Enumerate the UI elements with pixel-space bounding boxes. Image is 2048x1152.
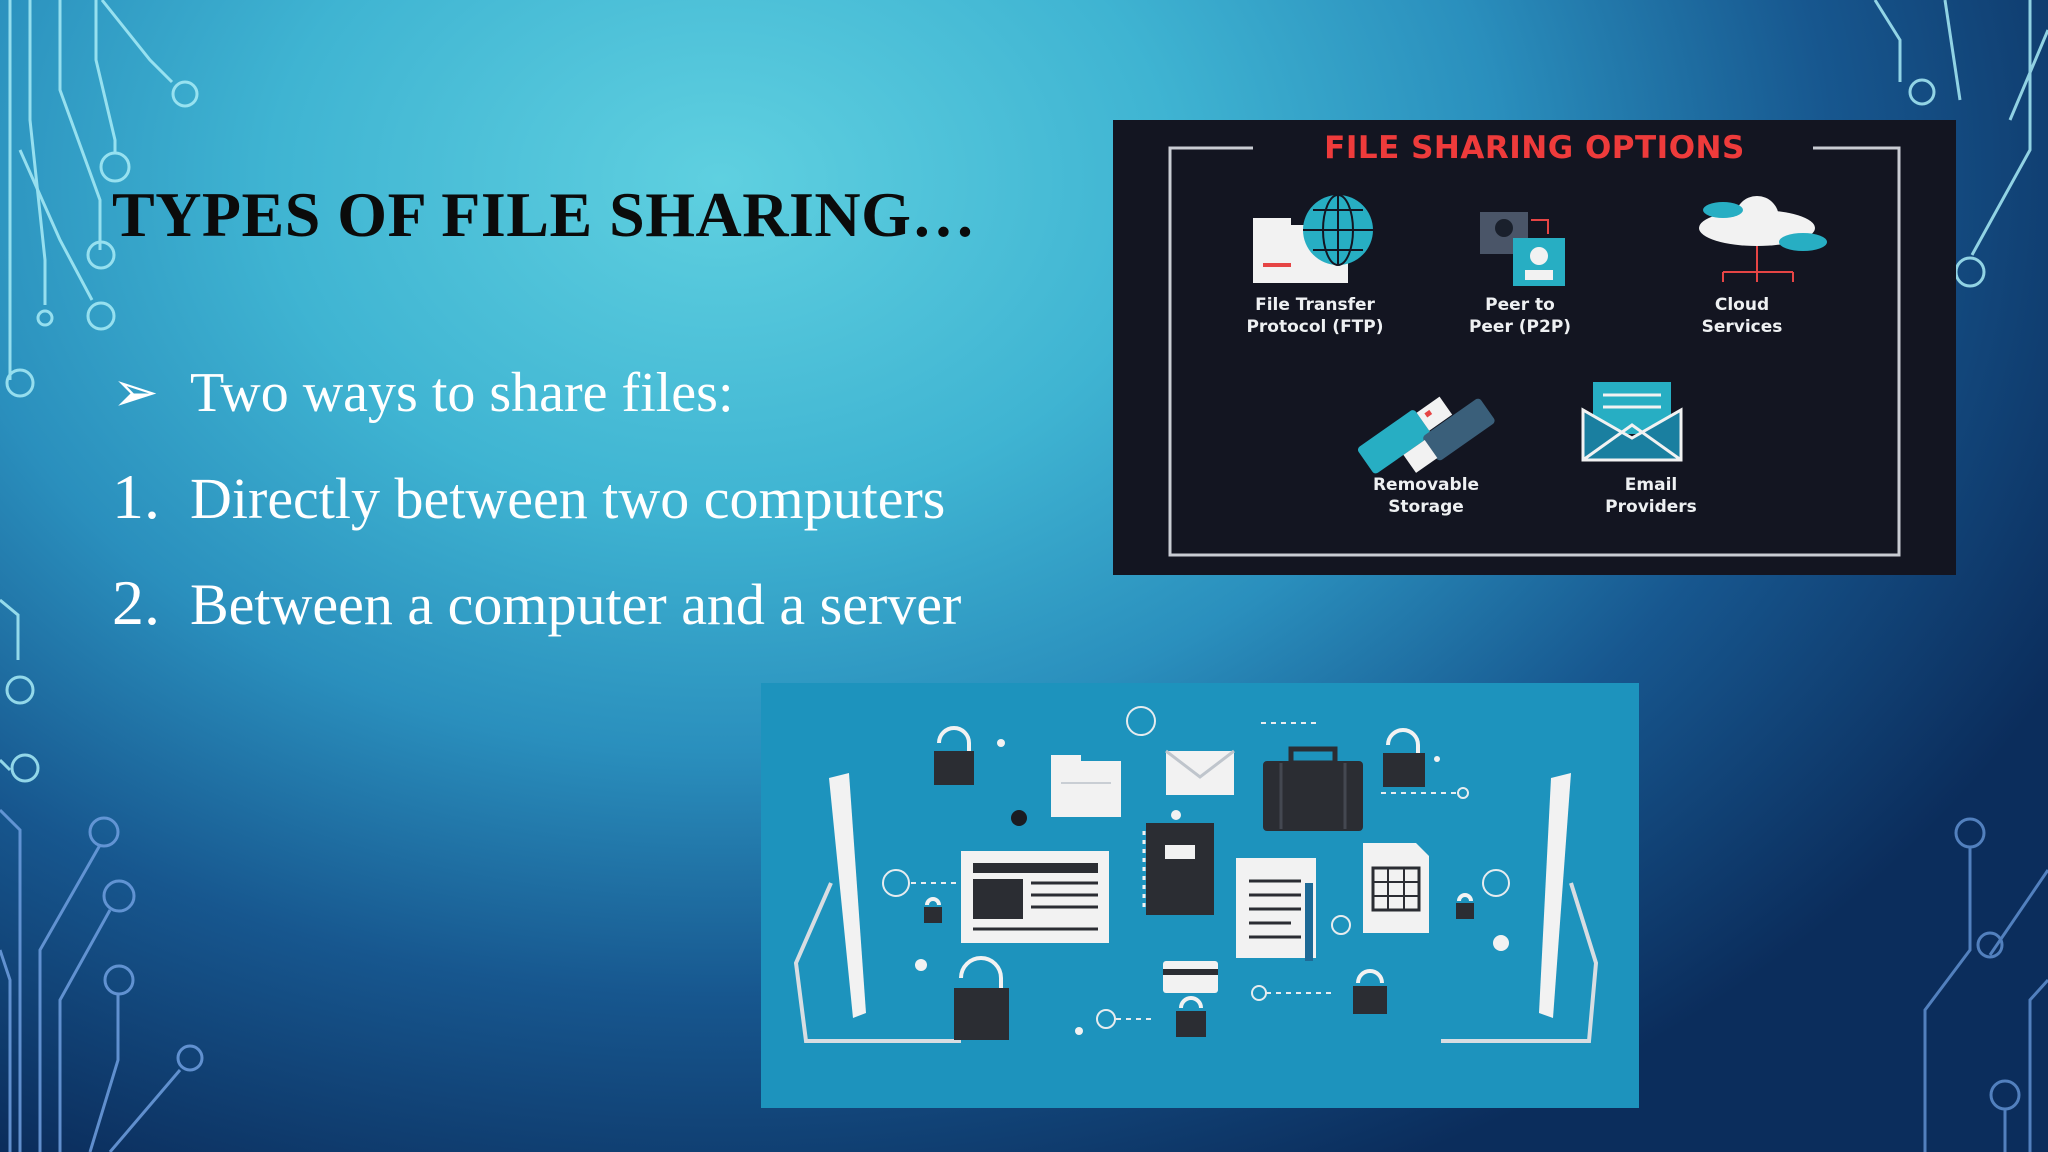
illustration-graphics — [793, 706, 1599, 1043]
padlock-icon — [924, 897, 942, 923]
credit-card-icon — [1163, 961, 1218, 993]
padlock-icon — [1176, 996, 1206, 1037]
usb-drive-icon — [1357, 396, 1495, 474]
arrow-bullet-icon: ➢ — [112, 362, 159, 424]
numbered-item: 1.Directly between two computers — [112, 461, 946, 532]
document-icon — [1236, 858, 1316, 961]
fso-title: FILE SHARING OPTIONS — [1113, 130, 1956, 166]
padlock-icon — [1456, 893, 1474, 919]
peer-to-peer-icon — [1480, 212, 1565, 286]
padlock-icon — [934, 726, 974, 785]
fso-graphics — [1168, 146, 1901, 557]
bullet-item: ➢Two ways to share files: — [112, 362, 734, 424]
cloud-network-icon — [1699, 196, 1827, 282]
spreadsheet-icon — [1363, 843, 1429, 933]
email-envelope-icon — [1581, 382, 1683, 462]
padlock-icon — [1383, 728, 1425, 787]
document-icon — [961, 851, 1109, 943]
numbered-item: 2.Between a computer and a server — [112, 567, 962, 638]
notebook-icon — [1142, 823, 1214, 915]
ftp-folder-globe-icon — [1253, 194, 1373, 283]
monitor-icon — [793, 773, 961, 1043]
padlock-icon — [954, 956, 1009, 1040]
padlock-icon — [1353, 969, 1387, 1014]
data-sharing-illustration — [761, 683, 1639, 1108]
folder-icon — [1051, 755, 1121, 817]
slide-title: TYPES OF FILE SHARING… — [112, 179, 976, 250]
briefcase-icon — [1263, 746, 1363, 831]
envelope-icon — [1165, 749, 1235, 795]
monitor-icon — [1441, 773, 1599, 1043]
